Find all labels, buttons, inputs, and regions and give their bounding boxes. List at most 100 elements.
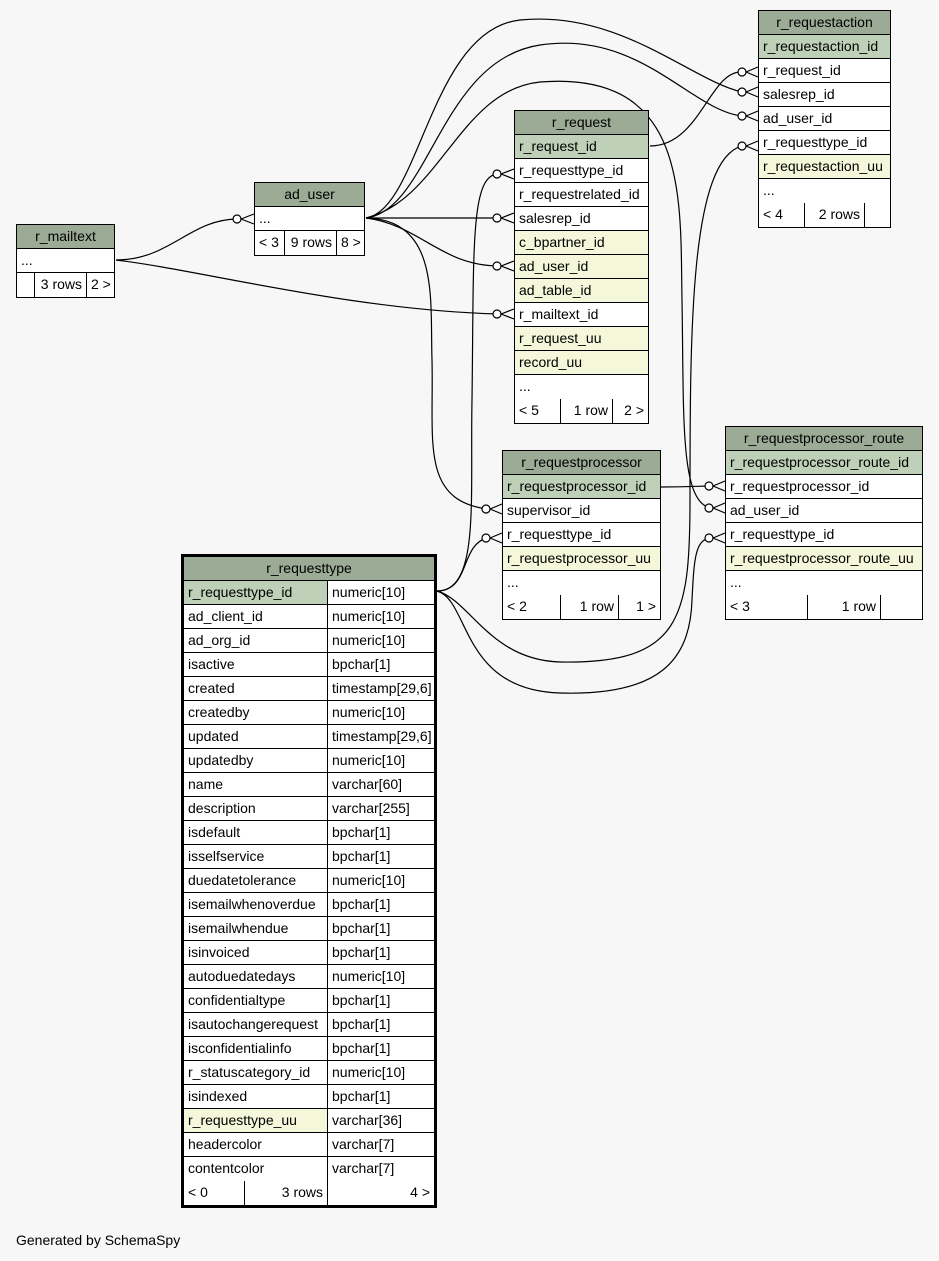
column-type: varchar[60]	[327, 773, 434, 796]
table-header[interactable]: r_requestprocessor	[503, 451, 660, 475]
column-type: numeric[10]	[327, 749, 434, 772]
column-name: r_requesttype_id	[507, 526, 612, 542]
footer-rows: 3 rows	[244, 1181, 327, 1205]
column-name: ...	[730, 574, 742, 590]
footer-children: 8 >	[336, 231, 364, 255]
footer-rows: 2 rows	[804, 203, 864, 227]
table-footer: 3 rows 2 >	[17, 273, 114, 297]
column-name: ad_table_id	[515, 279, 648, 302]
table-row: r_request_id	[515, 135, 648, 159]
column-name: ad_org_id	[188, 632, 251, 648]
column-name: ad_user_id	[515, 255, 648, 278]
column-type: varchar[36]	[327, 1109, 434, 1132]
table-row: ...	[255, 207, 364, 231]
column-name: created	[188, 680, 235, 696]
table-r_requestprocessor_route[interactable]: r_requestprocessor_route r_requestproces…	[725, 426, 923, 620]
generated-by-note: Generated by SchemaSpy	[16, 1232, 181, 1248]
column-name: isselfservice	[188, 848, 265, 864]
table-row: r_requestrelated_id	[515, 183, 648, 207]
table-header[interactable]: r_mailtext	[17, 225, 114, 249]
footer-children: 4 >	[327, 1181, 434, 1205]
column-type: bpchar[1]	[327, 941, 434, 964]
column-type: varchar[7]	[327, 1157, 434, 1181]
table-row: r_requestprocessor_route_id	[726, 451, 922, 475]
edge-aduser-request-aduser	[365, 217, 499, 267]
column-name: ...	[259, 210, 271, 226]
table-header[interactable]: r_requesttype	[184, 557, 434, 581]
table-row: ...	[17, 249, 114, 273]
table-header[interactable]: r_request	[515, 111, 648, 135]
table-row: r_requesttype_id	[503, 523, 660, 547]
table-header[interactable]: r_requestaction	[759, 11, 890, 35]
table-footer: < 2 1 row 1 >	[503, 595, 660, 619]
column-type: varchar[255]	[327, 797, 434, 820]
column-name: salesrep_id	[763, 86, 835, 102]
table-header[interactable]: r_requestprocessor_route	[726, 427, 922, 451]
table-row: ...	[726, 571, 922, 595]
column-type: numeric[10]	[327, 965, 434, 988]
column-name: r_requestaction_uu	[759, 155, 890, 178]
footer-parents: < 3	[730, 598, 750, 614]
edge-aduser-action-salesrep	[365, 18, 743, 219]
column-name: isconfidentialinfo	[188, 1040, 292, 1056]
column-name: r_requestprocessor_route_id	[726, 451, 922, 474]
table-row: ad_user_id	[726, 499, 922, 523]
column-type: numeric[10]	[327, 701, 434, 724]
column-type: numeric[10]	[327, 869, 434, 892]
column-name: ad_user_id	[730, 502, 800, 518]
edge-aduser-processor	[365, 217, 488, 510]
table-row: r_requesttype_id	[759, 131, 890, 155]
footer-rows: 9 rows	[284, 231, 336, 255]
footer-children: 2 >	[612, 399, 648, 423]
table-row: r_statuscategory_id numeric[10]	[184, 1061, 434, 1085]
edge-type-route	[436, 537, 711, 694]
column-name: ad_client_id	[188, 608, 263, 624]
footer-parents: < 0	[188, 1184, 208, 1200]
edge-mailtext-aduser	[115, 218, 239, 261]
table-r_mailtext[interactable]: r_mailtext ... 3 rows 2 >	[16, 224, 115, 298]
column-name: r_requestprocessor_uu	[503, 547, 660, 570]
footer-children	[864, 203, 890, 227]
column-type: bpchar[1]	[327, 1085, 434, 1108]
column-name: c_bpartner_id	[515, 231, 648, 254]
column-name: ...	[519, 378, 531, 394]
column-name: r_requestprocessor_route_uu	[726, 547, 922, 570]
table-row: r_requestprocessor_id	[726, 475, 922, 499]
edge-mailtext-request	[115, 259, 499, 315]
column-name: createdby	[188, 704, 250, 720]
table-r_requestprocessor[interactable]: r_requestprocessor r_requestprocessor_id…	[502, 450, 661, 620]
column-name: ad_user_id	[763, 110, 833, 126]
column-name: contentcolor	[188, 1160, 265, 1176]
table-row: record_uu	[515, 351, 648, 375]
column-name: r_statuscategory_id	[188, 1064, 311, 1080]
table-row: r_requestaction_uu	[759, 155, 890, 179]
column-name: isinvoiced	[188, 944, 250, 960]
footer-rows: 1 row	[807, 595, 880, 619]
column-name: ...	[763, 182, 775, 198]
table-header[interactable]: ad_user	[255, 183, 364, 207]
table-footer: < 3 9 rows 8 >	[255, 231, 364, 255]
footer-children: 1 >	[618, 595, 660, 619]
column-name: isemailwhendue	[188, 920, 289, 936]
table-ad_user[interactable]: ad_user ... < 3 9 rows 8 >	[254, 182, 365, 256]
column-name: r_requesttype_id	[730, 526, 835, 542]
table-row: c_bpartner_id	[515, 231, 648, 255]
column-type: numeric[10]	[327, 1061, 434, 1084]
column-name: isdefault	[188, 824, 241, 840]
table-row: ad_user_id	[759, 107, 890, 131]
table-footer: < 0 3 rows 4 >	[184, 1181, 434, 1205]
column-name: ...	[507, 574, 519, 590]
